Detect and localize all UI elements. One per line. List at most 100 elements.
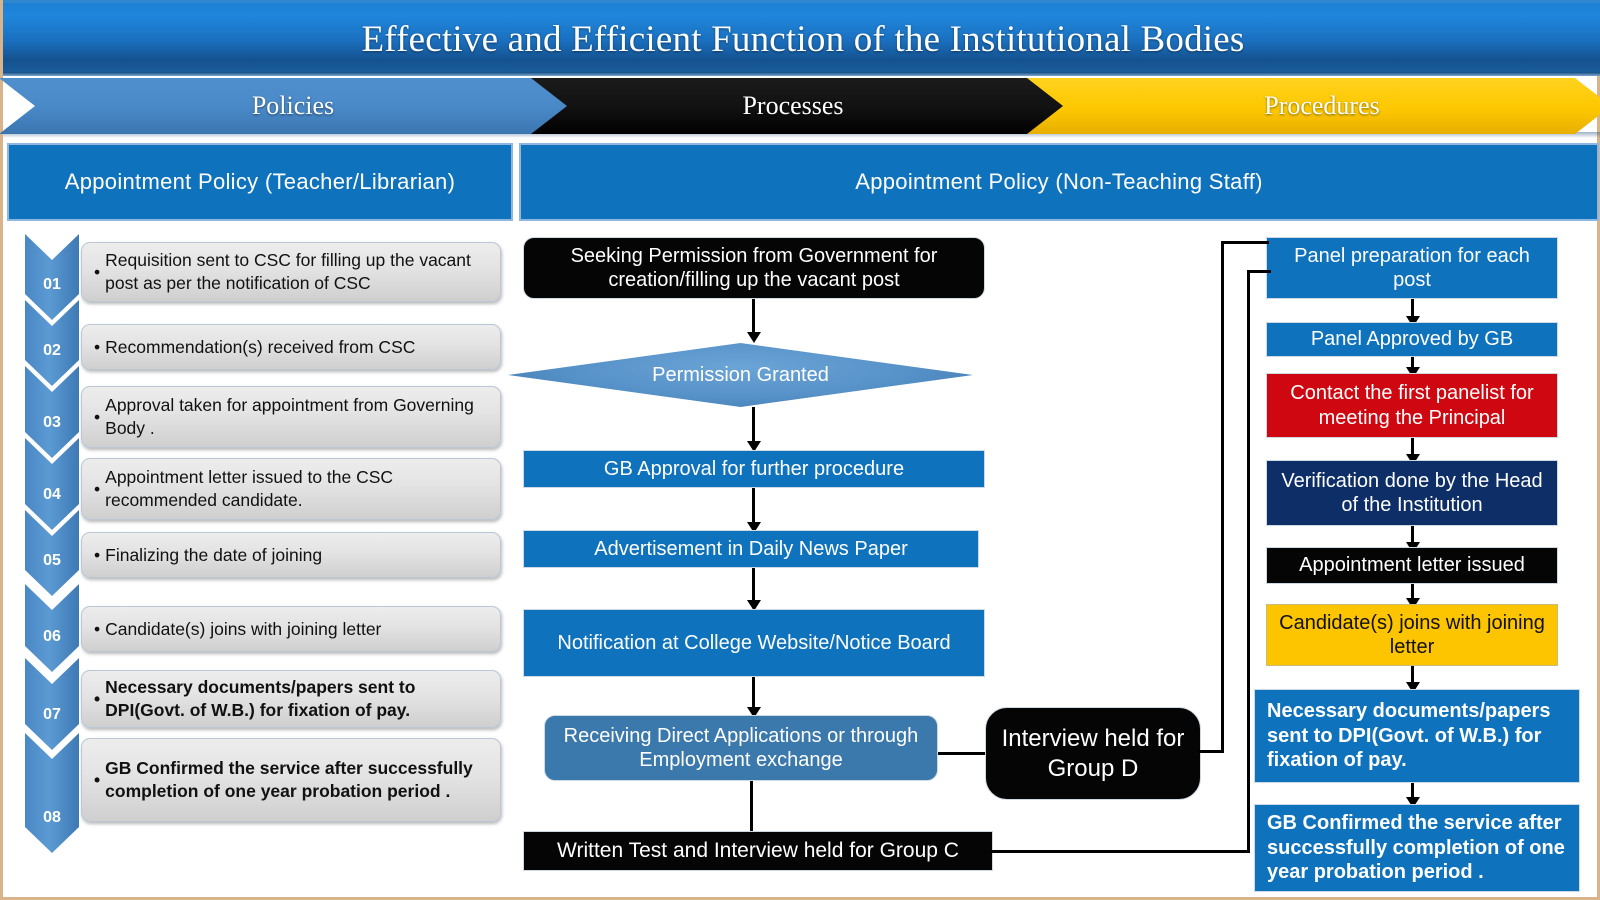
- chevron-procedures[interactable]: Procedures: [1013, 78, 1600, 134]
- arrowhead-icon: [747, 332, 761, 343]
- process-node-advertisement-label: Advertisement in Daily News Paper: [594, 537, 908, 560]
- connector-verify-to-letter: [1411, 526, 1414, 550]
- connector-dpi-to-gbconfirm: [1411, 783, 1414, 805]
- connector-joins-to-dpi: [1411, 666, 1414, 690]
- arrowhead-icon: [747, 600, 761, 611]
- connector-receive-to-groupc: [750, 781, 753, 831]
- policy-step-06-box: • Candidate(s) joins with joining letter: [81, 606, 501, 652]
- arrowhead-icon: [1406, 682, 1420, 693]
- process-node-receiving-applications-label: Receiving Direct Applications or through…: [563, 724, 919, 771]
- title-banner: Effective and Efficient Function of the …: [3, 0, 1600, 76]
- policy-step-07-box: • Necessary documents/papers sent to DPI…: [81, 670, 501, 728]
- policy-step-01-box: • Requisition sent to CSC for filling up…: [81, 242, 501, 302]
- connector-groupd-vertical: [1221, 241, 1224, 753]
- chevron-policies-label: Policies: [251, 91, 335, 120]
- connector-groupd-horizontal: [1198, 750, 1224, 753]
- policy-step-02-box: • Recommendation(s) received from CSC: [81, 324, 501, 370]
- procedure-node-candidate-joins-label: Candidate(s) joins with joining letter: [1279, 611, 1545, 658]
- procedure-node-panel-preparation[interactable]: Panel preparation for each post: [1266, 237, 1558, 299]
- procedure-node-contact-panelist[interactable]: Contact the first panelist for meeting t…: [1266, 373, 1558, 438]
- chevron-processes-label: Processes: [742, 91, 844, 120]
- bullet-icon: •: [94, 336, 101, 357]
- bullet-icon: •: [94, 544, 101, 565]
- policy-step-06-text: Candidate(s) joins with joining letter: [105, 618, 382, 639]
- bullet-icon: •: [94, 406, 101, 427]
- connector-permission-to-gb: [752, 407, 755, 449]
- policy-step-08-number: 08: [25, 733, 79, 853]
- policy-step-08-box: • GB Confirmed the service after success…: [81, 738, 501, 822]
- policy-step-05-box: • Finalizing the date of joining: [81, 532, 501, 578]
- policy-step-03-text: Approval taken for appointment from Gove…: [105, 395, 474, 438]
- process-node-permission-granted[interactable]: Permission Granted: [508, 343, 973, 407]
- chevron-procedures-label: Procedures: [1264, 91, 1380, 120]
- connector-gb-to-advert: [752, 488, 755, 530]
- arrowhead-icon: [1406, 367, 1420, 378]
- procedure-node-appointment-letter[interactable]: Appointment letter issued: [1266, 547, 1558, 584]
- procedure-node-panel-approved-label: Panel Approved by GB: [1310, 328, 1514, 351]
- arrowhead-icon: [747, 522, 761, 533]
- chevron-policies[interactable]: Policies: [0, 78, 567, 134]
- procedure-node-contact-panelist-label: Contact the first panelist for meeting t…: [1290, 382, 1534, 429]
- phase-chevron-strip: Procedures Processes Policies: [3, 78, 1600, 134]
- arrowhead-icon: [1406, 598, 1420, 609]
- procedure-node-panel-preparation-label: Panel preparation for each post: [1294, 244, 1530, 291]
- policy-step-06-number: 06: [25, 584, 79, 672]
- bullet-icon: •: [94, 688, 101, 709]
- connector-advert-to-notify: [752, 568, 755, 608]
- process-node-gb-approval-label: GB Approval for further procedure: [603, 457, 905, 480]
- chevron-processes[interactable]: Processes: [503, 78, 1063, 134]
- subtitle-teacher-librarian-label: Appointment Policy (Teacher/Librarian): [64, 169, 456, 194]
- procedure-node-verification[interactable]: Verification done by the Head of the Ins…: [1266, 460, 1558, 526]
- process-node-notification[interactable]: Notification at College Website/Notice B…: [523, 609, 985, 677]
- connector-notify-to-receive: [752, 677, 755, 715]
- connector-contact-to-verify: [1411, 438, 1414, 462]
- subtitle-non-teaching-staff-label: Appointment Policy (Non-Teaching Staff): [855, 169, 1263, 194]
- procedure-node-dpi-documents-label: Necessary documents/papers sent to DPI(G…: [1267, 700, 1551, 772]
- process-node-interview-group-d[interactable]: Interview held for Group D: [985, 707, 1201, 800]
- process-node-advertisement[interactable]: Advertisement in Daily News Paper: [523, 530, 979, 568]
- subtitle-non-teaching-staff: Appointment Policy (Non-Teaching Staff): [519, 143, 1599, 221]
- policy-step-05-text: Finalizing the date of joining: [105, 544, 323, 565]
- policy-step-04-box: • Appointment letter issued to the CSC r…: [81, 458, 501, 520]
- connector-groupc-vertical: [1247, 270, 1250, 853]
- procedure-node-gb-confirmed-label: GB Confirmed the service after successfu…: [1267, 812, 1565, 884]
- arrowhead-icon: [747, 441, 761, 452]
- procedure-node-gb-confirmed[interactable]: GB Confirmed the service after successfu…: [1254, 804, 1580, 892]
- process-node-written-test-group-c[interactable]: Written Test and Interview held for Grou…: [523, 831, 993, 871]
- arrowhead-icon: [1406, 454, 1420, 465]
- page-title: Effective and Efficient Function of the …: [361, 19, 1245, 60]
- process-node-gb-approval[interactable]: GB Approval for further procedure: [523, 450, 985, 488]
- procedure-node-panel-approved[interactable]: Panel Approved by GB: [1266, 322, 1558, 357]
- connector-groupc-horizontal: [991, 850, 1250, 853]
- arrowhead-icon: [1406, 797, 1420, 808]
- arrowhead-icon: [1406, 316, 1420, 327]
- connector-letter-to-joins: [1411, 584, 1414, 606]
- policy-step-04-text: Appointment letter issued to the CSC rec…: [105, 467, 394, 510]
- policy-step-07-text: Necessary documents/papers sent to DPI(G…: [105, 677, 416, 720]
- process-node-seeking-permission[interactable]: Seeking Permission from Government for c…: [523, 237, 985, 299]
- process-node-written-test-group-c-label: Written Test and Interview held for Grou…: [557, 839, 959, 863]
- procedure-node-candidate-joins[interactable]: Candidate(s) joins with joining letter: [1266, 604, 1558, 666]
- policy-step-03-box: • Approval taken for appointment from Go…: [81, 386, 501, 448]
- bullet-icon: •: [94, 261, 101, 282]
- policy-step-01-text: Requisition sent to CSC for filling up t…: [105, 250, 471, 293]
- process-node-interview-group-d-label: Interview held for Group D: [1001, 725, 1185, 782]
- bullet-icon: •: [94, 618, 101, 639]
- connector-groupc-top-horizontal: [1247, 270, 1271, 273]
- policy-step-01-number: 01: [25, 234, 79, 320]
- arrowhead-icon: [747, 707, 761, 718]
- procedure-node-dpi-documents[interactable]: Necessary documents/papers sent to DPI(G…: [1254, 689, 1580, 783]
- process-node-permission-granted-label: Permission Granted: [652, 363, 829, 386]
- connector-receive-to-groupd: [938, 752, 986, 755]
- subtitle-teacher-librarian: Appointment Policy (Teacher/Librarian): [7, 143, 513, 221]
- bullet-icon: •: [94, 478, 101, 499]
- policy-step-08-text: GB Confirmed the service after successfu…: [105, 758, 473, 801]
- procedure-node-appointment-letter-label: Appointment letter issued: [1299, 554, 1525, 577]
- connector-panelgb-to-contact: [1411, 357, 1414, 375]
- connector-groupd-top-horizontal: [1221, 241, 1269, 244]
- process-node-notification-label: Notification at College Website/Notice B…: [557, 631, 951, 654]
- process-node-seeking-permission-label: Seeking Permission from Government for c…: [570, 244, 938, 291]
- process-node-receiving-applications[interactable]: Receiving Direct Applications or through…: [544, 715, 938, 781]
- chevron-shadow: [3, 132, 1600, 138]
